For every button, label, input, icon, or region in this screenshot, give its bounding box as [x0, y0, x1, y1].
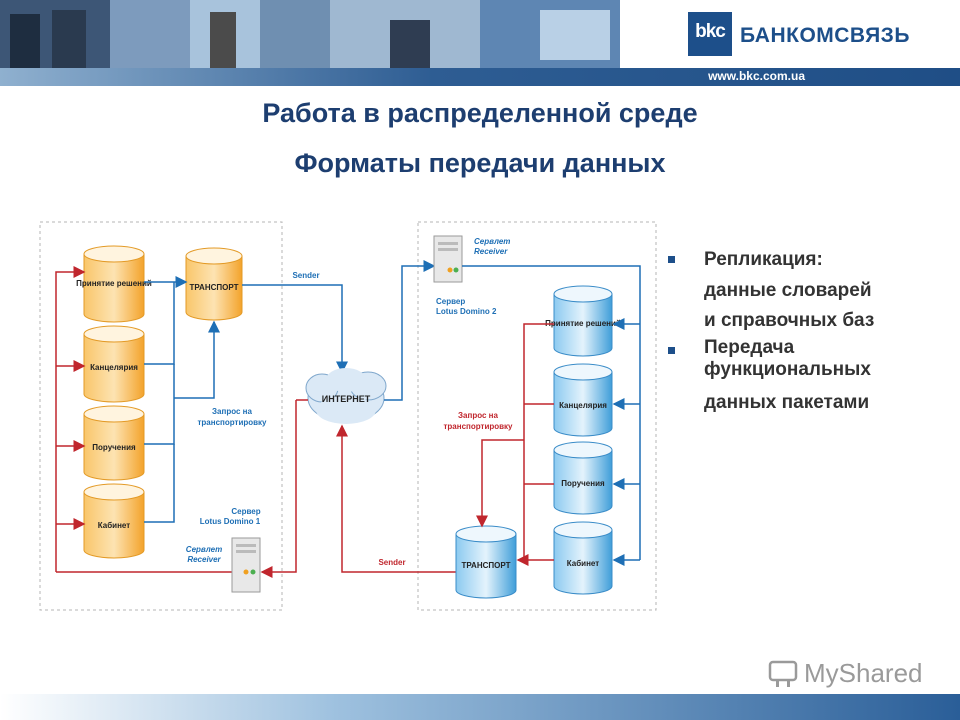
watermark: MyShared [804, 658, 923, 689]
left-blue-connectors [144, 276, 220, 523]
sender-bottom-label: Sender [378, 558, 405, 567]
left-db-2-label: Канцелярия [90, 363, 138, 372]
left-db-3-label: Поручения [92, 443, 136, 452]
bullet-transfer-line1: Передача [704, 337, 795, 358]
bullet-transfer: Передача функциональных данных пакетами [666, 337, 956, 417]
bullet-marker [668, 347, 675, 354]
page-title: Работа в распределенной среде [262, 98, 698, 128]
header: bkc БАНКОМСВЯЗЬ www.bkc.com.ua [0, 0, 960, 86]
left-request-line2: транспортировку [197, 418, 267, 427]
left-servlet-line1: Сервлет [186, 545, 222, 554]
left-servlet-line2: Receiver [187, 555, 221, 564]
internet-to-right-arrow [384, 260, 436, 401]
left-server-icon [231, 537, 261, 593]
myshared-logo-icon [768, 660, 798, 687]
bullet-replication-line1: Репликация: [704, 249, 823, 270]
bullet-marker [668, 256, 675, 263]
right-servlet-line1: Сервлет [474, 237, 510, 246]
left-transport-label: ТРАНСПОРТ [190, 283, 239, 292]
right-servlet-line2: Receiver [474, 247, 508, 256]
bullet-transfer-line3: данных пакетами [704, 392, 870, 413]
logo-name: БАНКОМСВЯЗЬ [740, 24, 910, 47]
left-transport-db: ТРАНСПОРТ [185, 247, 243, 321]
page-subtitle: Форматы передачи данных [294, 148, 666, 178]
left-db-4-label: Кабинет [98, 521, 130, 530]
right-region [417, 221, 657, 611]
right-db-4: Кабинет [553, 521, 613, 595]
left-db-4: Кабинет [83, 483, 145, 559]
sender-bottom-arrow [336, 424, 456, 573]
bullet-replication-line2: данные словарей [704, 280, 872, 301]
bullet-replication: Репликация: данные словарей и справочных… [666, 246, 956, 335]
right-request-line1: Запрос на [458, 411, 498, 420]
left-server-line1: Сервер [231, 507, 260, 516]
right-red-connectors [476, 323, 554, 566]
left-db-1-label: Принятие решений [76, 279, 152, 288]
bullet-replication-line3: и справочных баз [704, 310, 875, 331]
right-db-3-label: Поручения [561, 479, 605, 488]
left-db-2: Канцелярия [83, 325, 145, 403]
bullet-list: Репликация: данные словарей и справочных… [666, 246, 956, 417]
right-transport-db: ТРАНСПОРТ [455, 525, 517, 599]
right-db-2: Канцелярия [553, 363, 613, 437]
right-request-line2: транспортировку [443, 422, 513, 431]
url-bar: www.bkc.com.ua [0, 68, 960, 86]
right-server-line2: Lotus Domino 2 [436, 307, 497, 316]
header-photo-strip [0, 0, 620, 68]
logo-abbr: bkc [695, 21, 726, 42]
left-red-connectors [55, 266, 232, 573]
right-db-2-label: Канцелярия [559, 401, 607, 410]
right-db-1: Принятие решений [545, 285, 621, 357]
left-request-line1: Запрос на [212, 407, 252, 416]
right-db-4-label: Кабинет [567, 559, 599, 568]
site-url: www.bkc.com.ua [708, 69, 805, 83]
right-server-line1: Сервер [436, 297, 465, 306]
sender-top-arrow [242, 284, 348, 374]
left-region [39, 221, 283, 611]
internet-cloud: ИНТЕРНЕТ [305, 368, 387, 424]
left-db-1: Принятие решений [76, 245, 152, 323]
footer-bar [0, 694, 960, 720]
right-db-1-label: Принятие решений [545, 319, 621, 328]
logo: bkc [688, 12, 732, 56]
watermark-text: MyShared [804, 658, 923, 688]
right-db-3: Поручения [553, 441, 613, 515]
right-blue-connectors [462, 265, 641, 566]
left-server-line2: Lotus Domino 1 [200, 517, 261, 526]
left-db-3: Поручения [83, 405, 145, 481]
right-transport-label: ТРАНСПОРТ [462, 561, 511, 570]
bullet-transfer-line2: функциональных [704, 359, 871, 380]
sender-top-label: Sender [292, 271, 319, 280]
right-server-icon [433, 235, 463, 283]
left-server-arrow [260, 400, 297, 578]
internet-label: ИНТЕРНЕТ [322, 394, 371, 404]
